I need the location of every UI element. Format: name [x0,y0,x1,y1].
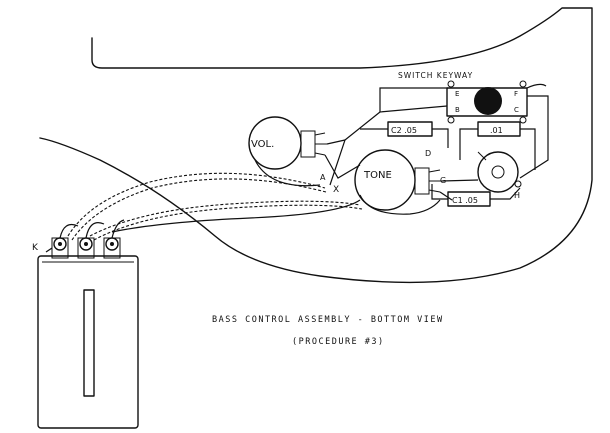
switch-knob [474,87,502,115]
capacitor-c1 [431,184,521,207]
wire-tone-bottom [359,194,441,215]
wire-vol-bottom [254,159,321,187]
c1-label: C1 .05 [452,196,478,205]
pickup-selector-switch [446,80,528,124]
switch-wire-left [344,105,448,141]
capacitor-01 [459,121,536,170]
switch-b-label: B [455,106,460,114]
pickup-terminals [51,237,121,259]
c2-label: C2 .05 [391,126,417,135]
tone-label: TONE [363,170,392,181]
bass-pickup [37,219,139,429]
point-d-label: D [425,149,431,158]
volume-pot [248,116,327,170]
wire-a-x [326,139,346,186]
point-g-label: G [440,176,446,185]
output-jack [477,151,522,193]
wire-vol-tone [324,154,361,179]
tone-pot [354,149,442,211]
wire-tone-g [439,179,479,201]
point-a-label: A [320,173,326,182]
shielded-cable-2 [89,200,361,237]
point-x-label: X [333,185,339,195]
pickup-wire [111,199,361,233]
switch-wire-right-2 [526,83,547,89]
vol-label: VOL. [251,139,274,150]
capacitor-c2 [360,121,449,148]
switch-wire-right [519,95,549,179]
switch-f-label: F [514,90,518,98]
caption-title: BASS CONTROL ASSEMBLY - BOTTOM VIEW [212,315,444,325]
caption-procedure: (PROCEDURE #3) [292,337,385,347]
shielded-cable-2b [93,204,363,241]
point-h-label: H [514,191,520,200]
cap-01-label: .01 [490,126,503,135]
switch-e-label: E [455,90,459,98]
shielded-cable-1b [71,178,327,241]
switch-keyway-label: SWITCH KEYWAY [398,71,473,80]
switch-wire-top [379,87,448,112]
shielded-cable-1 [67,172,326,237]
switch-c-label: C [514,106,519,114]
pickguard-outline [39,7,593,284]
point-k-label: K [32,243,39,253]
